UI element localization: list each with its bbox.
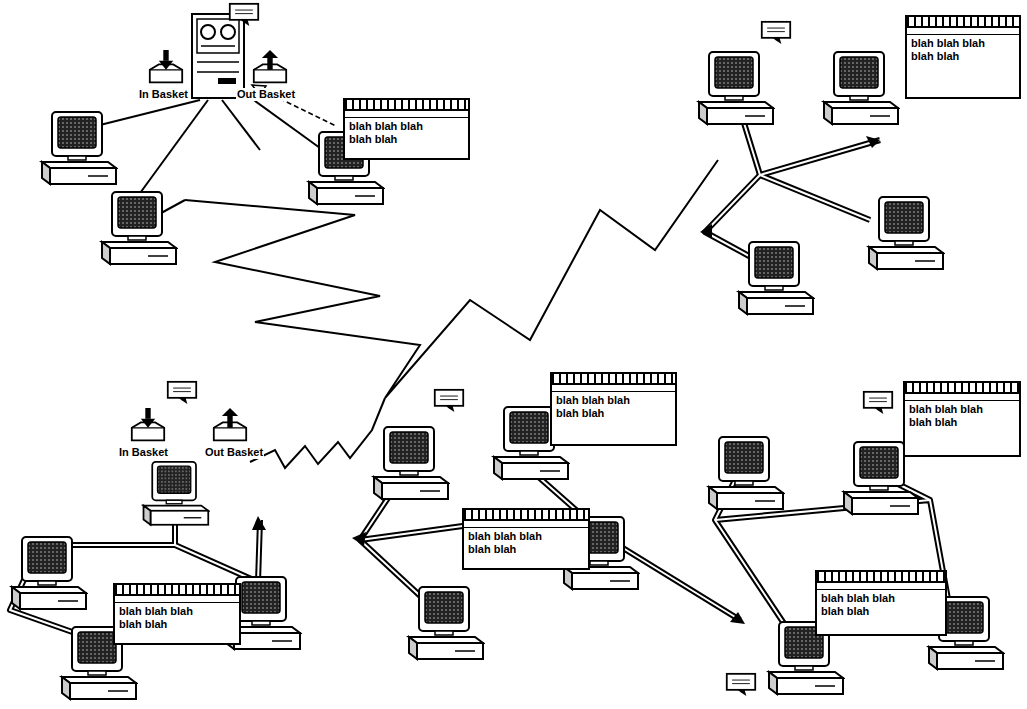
window-body: blah blah blahblah blah	[464, 528, 588, 560]
window-toolbar	[345, 111, 468, 118]
basket-label: In Basket	[138, 88, 189, 101]
window-text: blah blah blah	[911, 37, 1015, 50]
window-title-bar	[817, 572, 945, 583]
basket-label: In Basket	[118, 446, 169, 459]
window-title-bar	[552, 374, 675, 385]
window-body: blah blah blahblah blah	[552, 392, 675, 424]
window-text: blah blah	[821, 605, 941, 618]
window-toolbar	[552, 385, 675, 392]
basket-label: Out Basket	[236, 88, 296, 101]
window-toolbar	[817, 583, 945, 590]
text-window: blah blah blahblah blah	[462, 508, 590, 570]
window-text: blah blah	[909, 416, 1015, 429]
window-text: blah blah blah	[821, 592, 941, 605]
window-text: blah blah	[119, 618, 235, 631]
window-text: blah blah blah	[349, 120, 464, 133]
text-window: blah blah blahblah blah	[113, 583, 241, 645]
window-body: blah blah blahblah blah	[905, 401, 1019, 433]
window-title-bar	[905, 383, 1019, 394]
text-window: blah blah blahblah blah	[815, 570, 947, 636]
window-title-bar	[115, 585, 239, 596]
window-toolbar	[905, 394, 1019, 401]
text-window: blah blah blahblah blah	[550, 372, 677, 446]
window-text: blah blah	[468, 543, 584, 556]
window-title-bar	[345, 100, 468, 111]
window-text: blah blah blah	[468, 530, 584, 543]
window-body: blah blah blahblah blah	[907, 35, 1019, 67]
window-title-bar	[464, 510, 588, 521]
window-body: blah blah blahblah blah	[115, 603, 239, 635]
window-toolbar	[907, 28, 1019, 35]
window-text: blah blah blah	[556, 394, 671, 407]
window-toolbar	[464, 521, 588, 528]
window-text: blah blah blah	[119, 605, 235, 618]
window-body: blah blah blahblah blah	[817, 590, 945, 622]
text-window: blah blah blahblah blah	[905, 15, 1021, 99]
window-body: blah blah blahblah blah	[345, 118, 468, 150]
window-text: blah blah	[556, 407, 671, 420]
window-toolbar	[115, 596, 239, 603]
window-title-bar	[907, 17, 1019, 28]
text-window: blah blah blahblah blah	[343, 98, 470, 160]
text-window: blah blah blahblah blah	[903, 381, 1021, 457]
basket-label: Out Basket	[204, 446, 264, 459]
window-text: blah blah blah	[909, 403, 1015, 416]
window-text: blah blah	[349, 133, 464, 146]
window-text: blah blah	[911, 50, 1015, 63]
